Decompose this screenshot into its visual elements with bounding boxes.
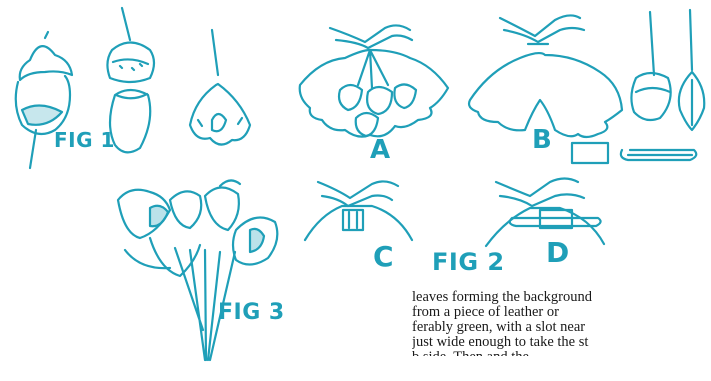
fig-a-label: A — [370, 135, 391, 165]
body-text-line: b side. Then and the — [412, 350, 711, 356]
fig2-label: FIG 2 — [432, 248, 505, 276]
fig-c-leaf-with-strip — [305, 181, 412, 240]
body-text-line: leaves forming the background — [412, 290, 711, 305]
fig3-label: FIG 3 — [218, 300, 285, 325]
body-text-line: just wide enough to take the st — [412, 335, 711, 350]
fig-b-label: B — [532, 125, 552, 155]
fig-b-leaf-with-slot — [469, 15, 622, 137]
fig-d-label: D — [546, 236, 570, 269]
fig-b-tab-and-pin — [572, 143, 696, 163]
fig-b-acorn-on-wire — [631, 12, 670, 120]
body-text-line: ferably green, with a slot near — [412, 320, 711, 335]
fig-a-leaf-with-acorns — [300, 25, 448, 136]
fig-b-leaf-on-wire — [679, 10, 704, 130]
fig-c-label: C — [373, 240, 394, 273]
body-text-line: from a piece of leather or — [412, 305, 711, 320]
body-text: leaves forming the background from a pie… — [412, 290, 711, 356]
fig1-label: FIG 1 — [54, 128, 115, 152]
fig-d-leaf-with-pin — [486, 179, 604, 247]
fig3-bouquet — [118, 180, 277, 360]
fig1-leaf-wrap — [190, 30, 250, 145]
